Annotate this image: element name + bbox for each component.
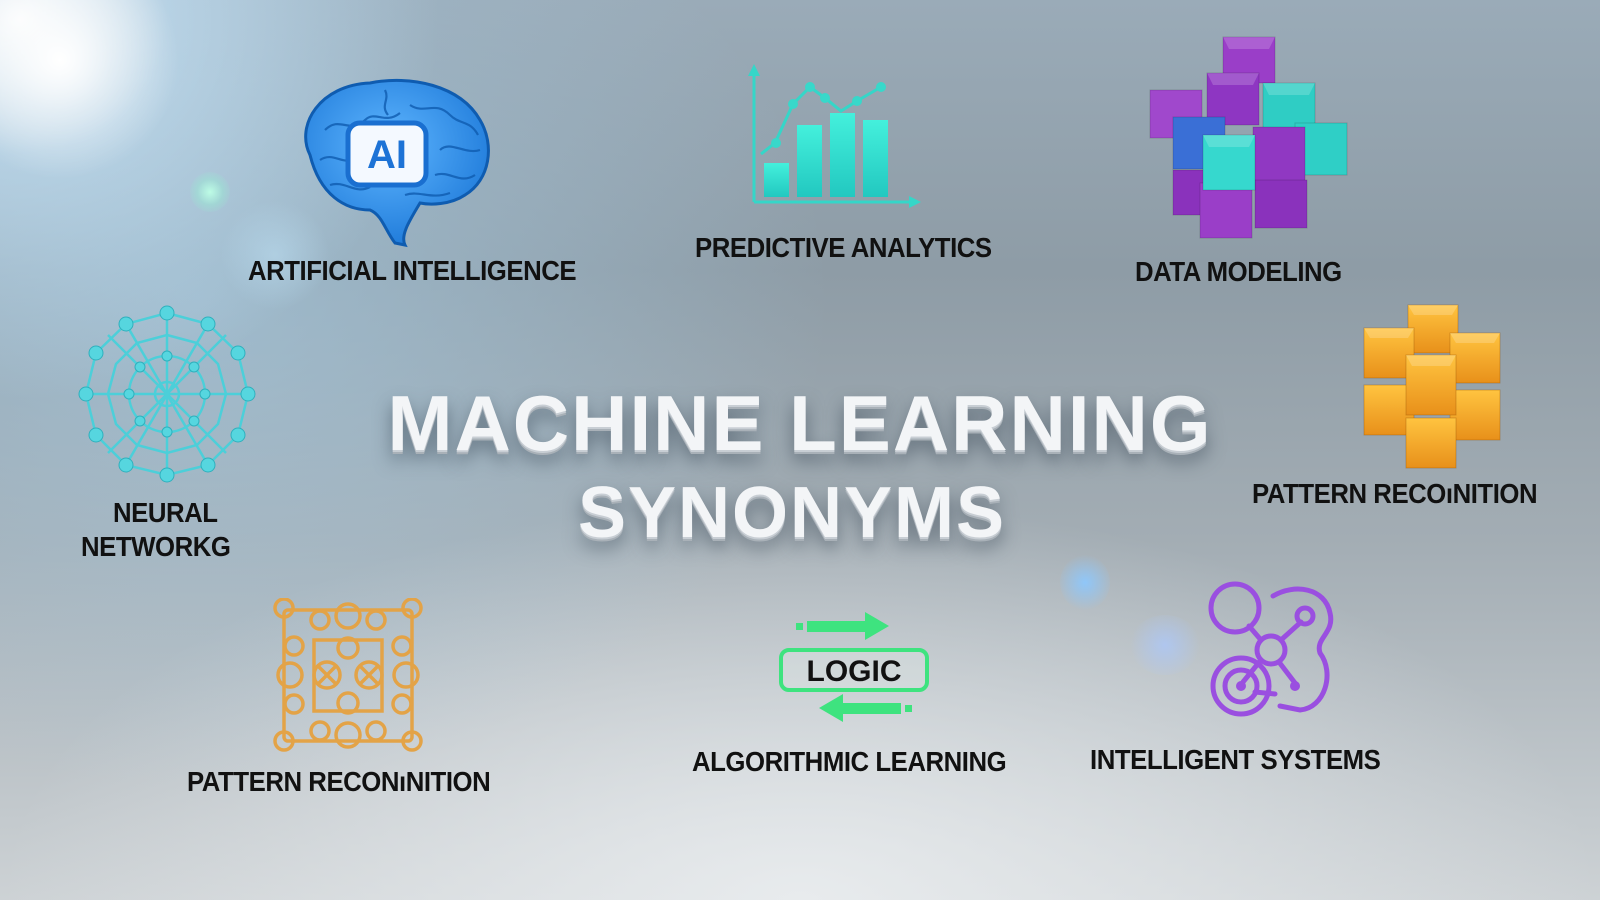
logic-arrows-icon: LOGIC <box>777 610 932 730</box>
cube-cluster-icon <box>1145 35 1350 245</box>
ai-badge-text: AI <box>367 133 407 177</box>
lens-flare <box>190 172 230 212</box>
label-pattern-recognition-left: PATTERN RECONıNITION <box>187 766 491 797</box>
label-predictive-analytics: PREDICTIVE ANALYTICS <box>695 232 992 263</box>
brain-ai-icon: AI <box>290 75 495 250</box>
lens-flare <box>1060 555 1110 610</box>
label-neural-network-line1: NEURAL <box>113 497 218 528</box>
label-artificial-intelligence: ARTIFICIAL INTELLIGENCE <box>248 255 577 286</box>
label-algorithmic-learning: ALGORITHMIC LEARNING <box>692 746 1007 777</box>
page-title-line1: MACHINE LEARNING <box>387 379 1213 467</box>
label-data-modeling: DATA MODELING <box>1135 256 1342 287</box>
neural-web-icon <box>78 305 256 483</box>
orange-cubes-icon <box>1362 300 1502 470</box>
label-intelligent-systems: INTELLIGENT SYSTEMS <box>1090 744 1381 775</box>
lens-flare <box>1130 615 1200 675</box>
lens-flare <box>0 0 180 180</box>
page-title-line2: SYNONYMS <box>577 473 1007 553</box>
purple-network-icon <box>1205 578 1337 718</box>
circuit-grid-icon <box>272 597 424 753</box>
bar-line-chart-icon <box>745 62 925 212</box>
label-pattern-recognition-right: PATTERN RECOıNITION <box>1252 478 1538 509</box>
logic-badge-text: LOGIC <box>807 655 902 688</box>
label-neural-network-line2: NETWORKG <box>81 531 231 562</box>
